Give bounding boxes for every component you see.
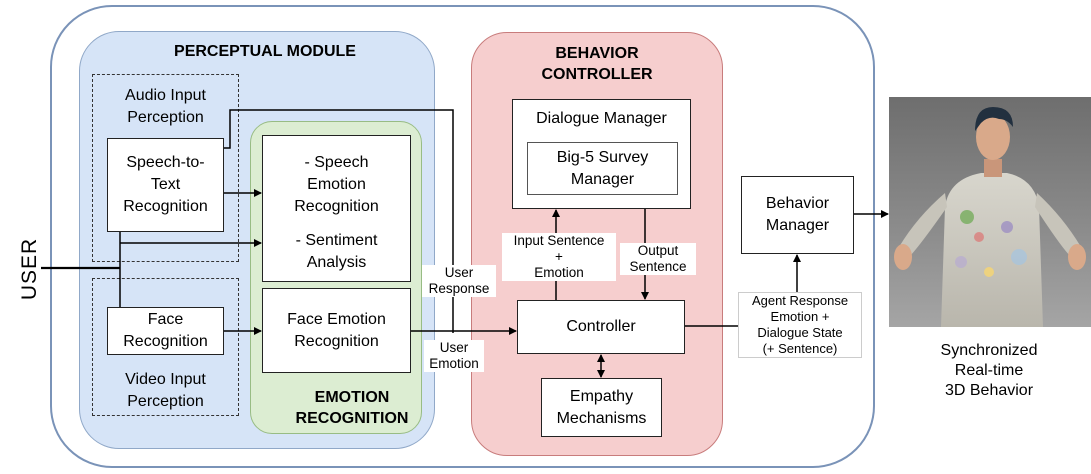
controller-box: Controller (517, 300, 685, 354)
dialogue-manager-label: Dialogue Manager (536, 110, 667, 127)
output-sentence-label: Output Sentence (620, 243, 696, 275)
video-input-group (92, 278, 239, 416)
avatar-render-image (889, 97, 1091, 327)
face-emotion-box: Face Emotion Recognition (262, 288, 411, 373)
behavior-manager-box: Behavior Manager (741, 176, 854, 254)
emotion-recognition-title: EMOTION RECOGNITION (295, 389, 409, 427)
sentiment-analysis-label: - Sentiment Analysis (295, 231, 378, 271)
agent-response-label: Agent Response Emotion + Dialogue State … (738, 292, 862, 358)
user-response-path (224, 109, 454, 333)
user-label: USER (18, 237, 42, 301)
user-response-label: User Response (422, 265, 496, 297)
speech-emotion-label: - Speech Emotion Recognition (294, 153, 379, 215)
face-recognition-box: Face Recognition (107, 307, 224, 355)
speech-emotion-box: - Speech Emotion Recognition - Sentiment… (262, 135, 411, 282)
big5-survey-box: Big-5 Survey Manager (527, 142, 678, 195)
output-caption: Synchronized Real-time 3D Behavior (940, 342, 1038, 399)
user-label-wrap: USER (3, 238, 43, 300)
perceptual-module-title: PERCEPTUAL MODULE (174, 43, 356, 60)
audio-input-label: Audio Input Perception (125, 87, 206, 126)
user-emotion-label: User Emotion (424, 340, 484, 372)
speech-to-text-box: Speech-to- Text Recognition (107, 138, 224, 232)
video-input-label: Video Input Perception (125, 371, 206, 410)
avatar-figure (889, 97, 1091, 327)
behavior-controller-title: BEHAVIOR CONTROLLER (541, 45, 653, 83)
audio-input-group (92, 74, 239, 262)
input-sentence-label: Input Sentence + Emotion (502, 233, 616, 281)
empathy-mechanisms-box: Empathy Mechanisms (541, 378, 662, 437)
